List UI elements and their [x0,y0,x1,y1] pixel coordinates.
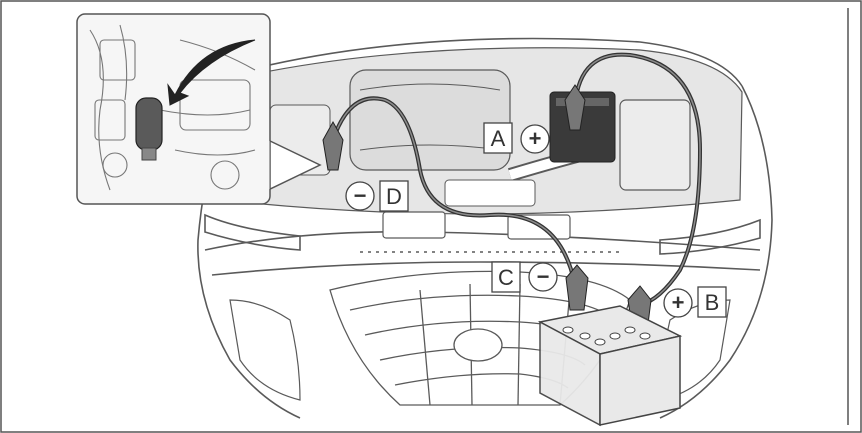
air-box [620,100,690,190]
label-b-letter: B [705,290,720,315]
label-d-sign: − [354,183,367,208]
label-b-sign: + [672,290,685,315]
label-d-letter: D [386,184,402,209]
engine-cover [350,70,510,170]
emblem [454,329,502,361]
label-c-sign: − [537,264,550,289]
label-a-letter: A [491,126,506,151]
label-c-letter: C [498,265,514,290]
label-a-sign: + [529,126,542,151]
radiator-slot-left [383,212,445,238]
remote-positive-terminal-cap [136,98,162,150]
